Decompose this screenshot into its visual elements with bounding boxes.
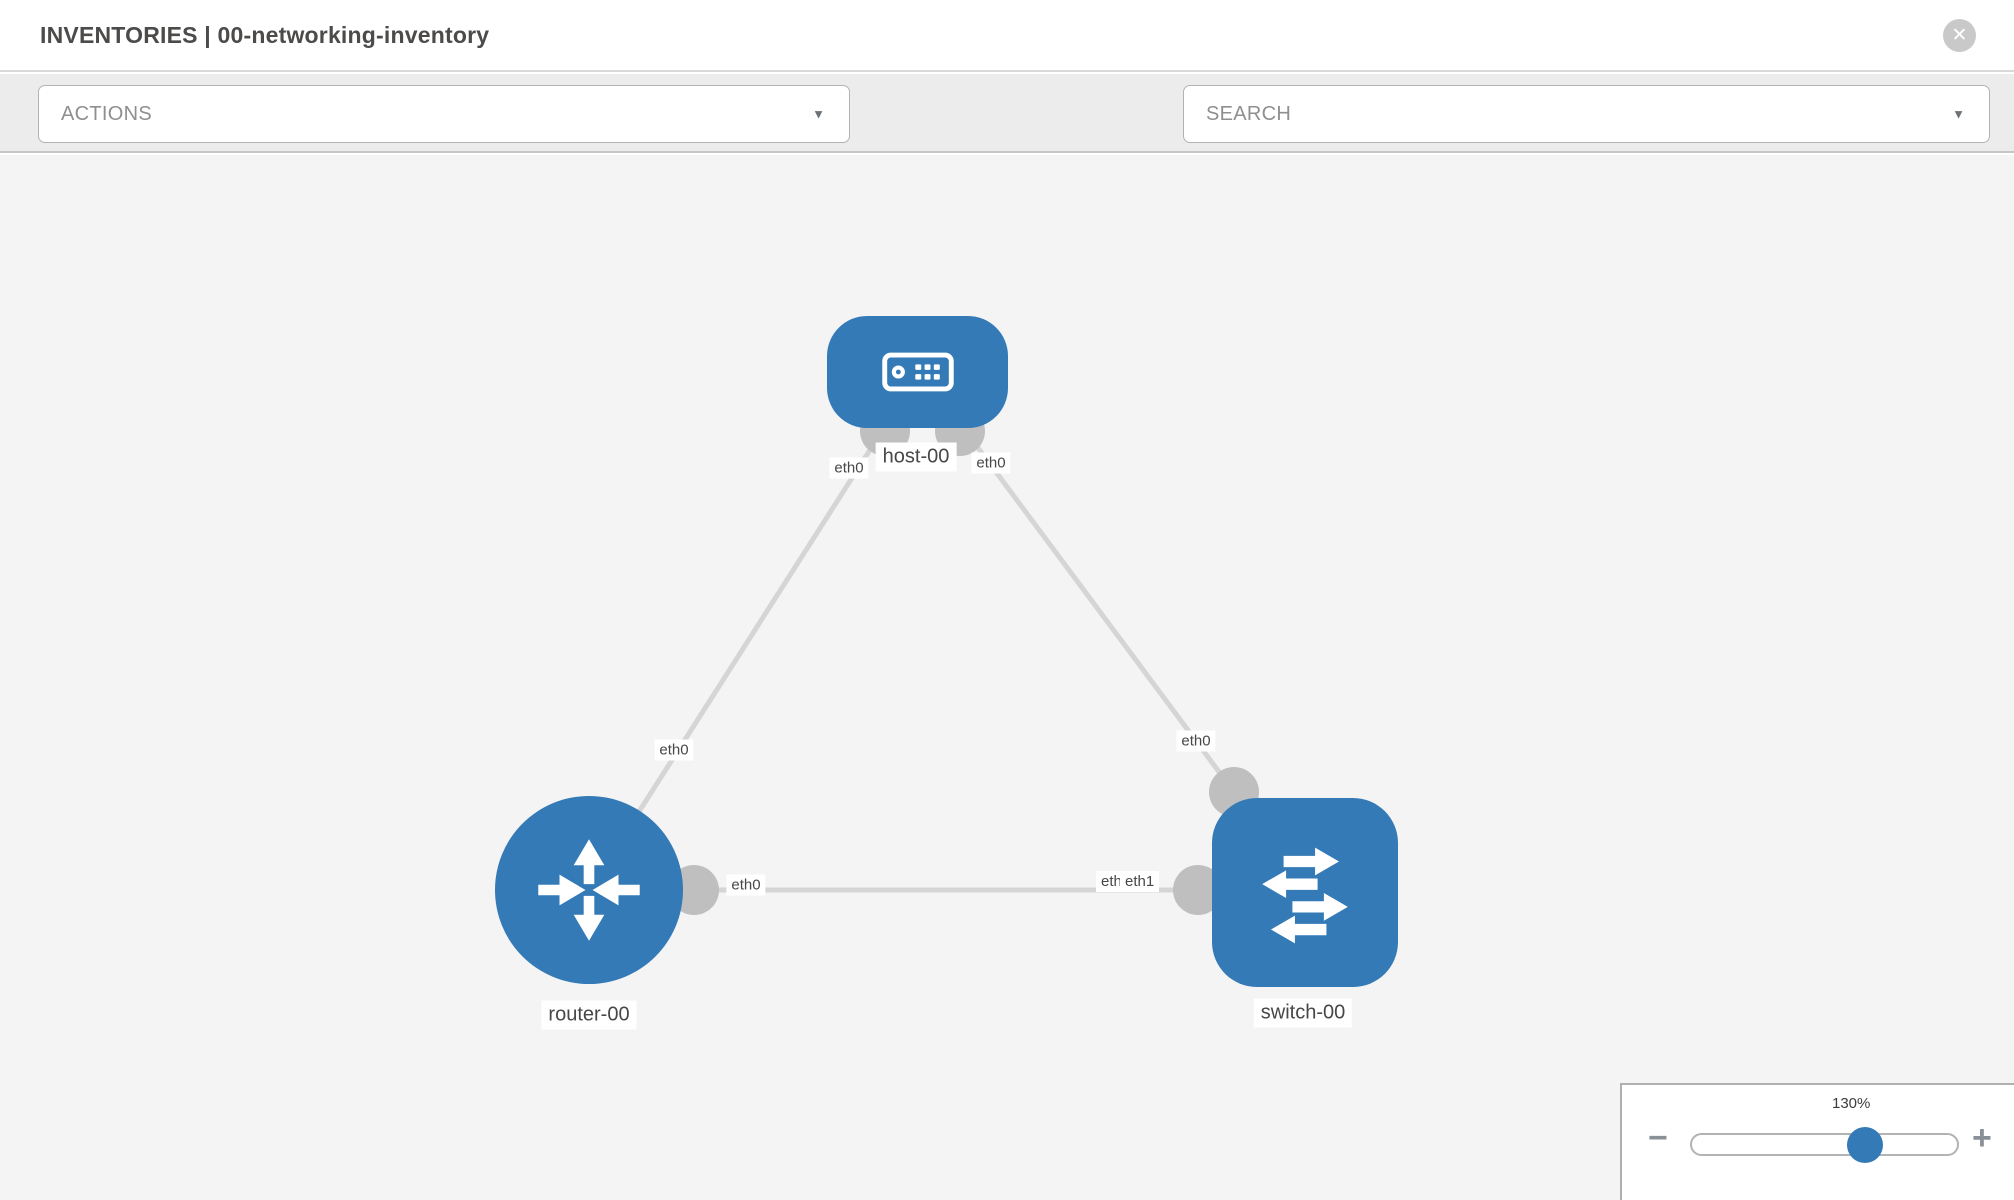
- switch-icon: [1262, 847, 1348, 943]
- iface-label-host-right: eth0: [971, 452, 1011, 474]
- iface-label-host-left: eth0: [829, 457, 869, 479]
- chevron-down-icon: ▼: [1952, 106, 1965, 122]
- router-icon: [538, 839, 640, 941]
- node-label-host: host-00: [875, 442, 957, 472]
- topology-canvas[interactable]: [0, 155, 2014, 1200]
- node-label-router: router-00: [541, 1000, 637, 1030]
- zoom-slider-track[interactable]: [1690, 1133, 1959, 1156]
- zoom-in-button[interactable]: +: [1972, 1119, 1992, 1157]
- zoom-control-panel: 130% − +: [1620, 1083, 2014, 1200]
- toolbar: ACTIONS ▼ SEARC: [0, 74, 2014, 210]
- search-dropdown-label: SEARCH: [1206, 102, 1292, 125]
- iface-label-switch-uplink: eth0: [1176, 730, 1216, 752]
- actions-dropdown[interactable]: ACTIONS ▼: [38, 85, 850, 143]
- chevron-down-icon: ▼: [812, 106, 825, 122]
- close-button[interactable]: ✕: [1943, 19, 1976, 52]
- actions-dropdown-label: ACTIONS: [61, 102, 152, 125]
- page-title: INVENTORIES | 00-networking-inventory: [40, 22, 490, 48]
- iface-label-switch-lan: eth1: [1120, 871, 1160, 892]
- iface-label-router-lan: eth0: [726, 874, 766, 896]
- zoom-level-value: 130%: [1832, 1095, 1871, 1112]
- node-host-00[interactable]: [827, 316, 1008, 428]
- node-router-00[interactable]: [495, 796, 683, 984]
- node-label-switch: switch-00: [1253, 998, 1353, 1028]
- close-icon: ✕: [1951, 25, 1968, 46]
- header-bar: INVENTORIES | 00-networking-inventory ✕: [0, 0, 2014, 72]
- node-switch-00[interactable]: [1212, 798, 1398, 987]
- search-dropdown[interactable]: SEARCH ▼: [1183, 85, 1990, 143]
- iface-label-router-uplink: eth0: [654, 739, 694, 761]
- server-icon: [881, 352, 954, 392]
- zoom-slider-thumb[interactable]: [1847, 1127, 1883, 1163]
- zoom-out-button[interactable]: −: [1648, 1119, 1668, 1157]
